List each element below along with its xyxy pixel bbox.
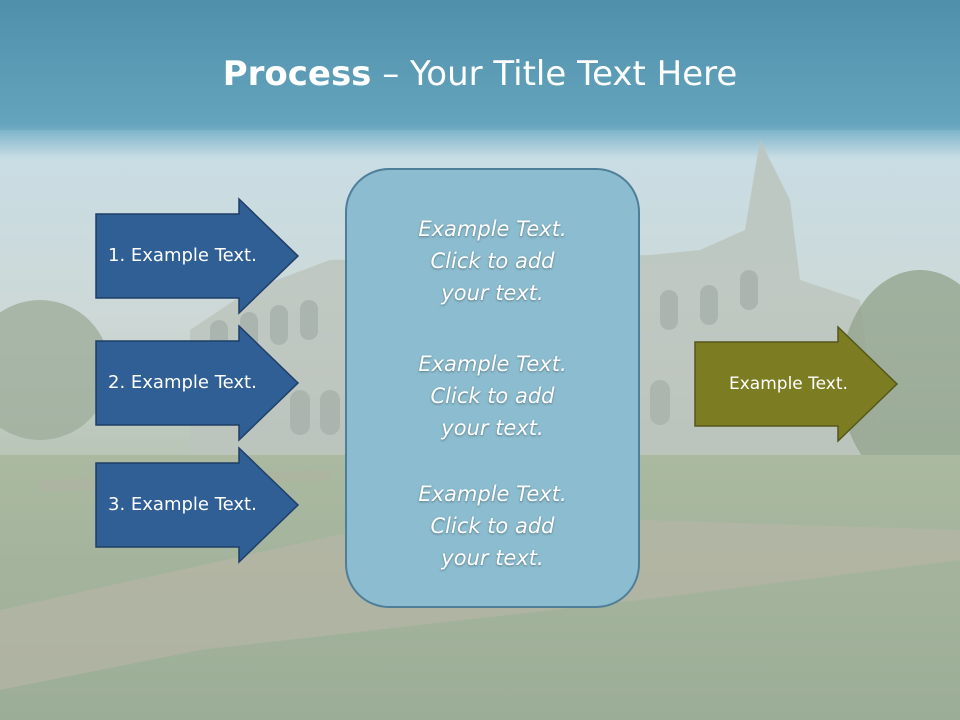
output-label: Example Text. (729, 374, 848, 394)
center-block-2-line1: Example Text. (418, 352, 567, 376)
center-block-1-line1: Example Text. (418, 217, 567, 241)
center-block-3-line2: Click to add (430, 514, 555, 538)
center-text-box[interactable]: Example Text. Click to add your text. Ex… (345, 168, 640, 608)
center-block-1-line2: Click to add (430, 249, 555, 273)
center-block-2-line3: your text. (441, 416, 544, 440)
center-block-2[interactable]: Example Text. Click to add your text. (347, 348, 638, 444)
center-block-3[interactable]: Example Text. Click to add your text. (347, 478, 638, 574)
step-label-3: 3. Example Text. (108, 494, 257, 515)
center-block-2-line2: Click to add (430, 384, 555, 408)
step-label-1: 1. Example Text. (108, 245, 257, 266)
center-block-3-line3: your text. (441, 546, 544, 570)
title-bold: Process (222, 54, 372, 94)
center-block-3-line1: Example Text. (418, 482, 567, 506)
center-block-1-line3: your text. (441, 281, 544, 305)
slide-title: Process – Your Title Text Here (0, 52, 960, 96)
center-block-1[interactable]: Example Text. Click to add your text. (347, 213, 638, 309)
step-label-2: 2. Example Text. (108, 372, 257, 393)
title-rest: – Your Title Text Here (371, 54, 738, 94)
